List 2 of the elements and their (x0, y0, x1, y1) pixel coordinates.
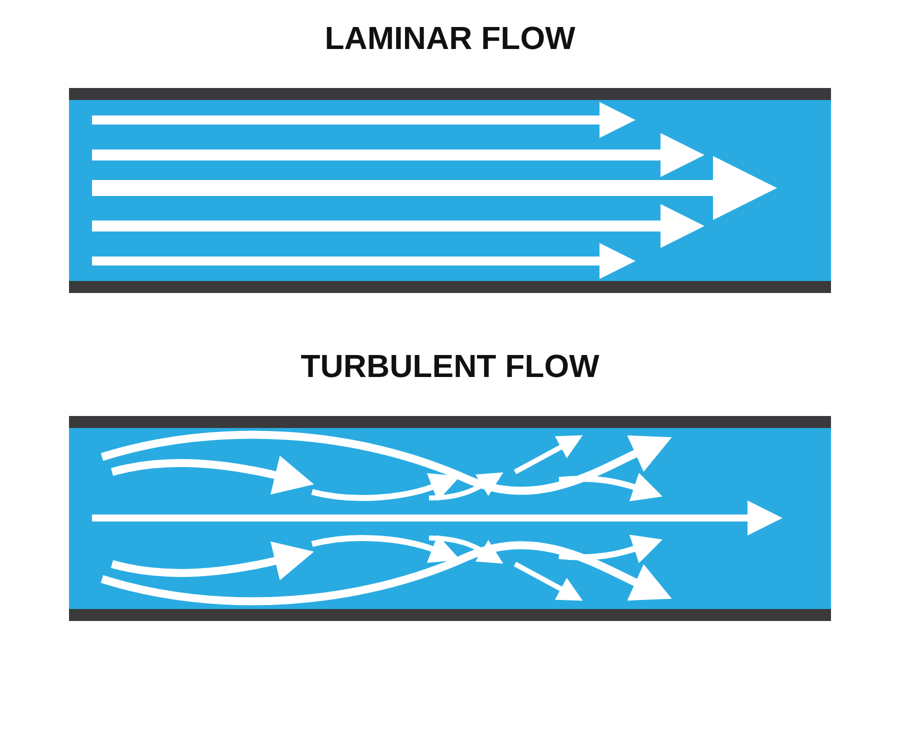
flow-heading: TURBULENT FLOW (300, 348, 600, 385)
flow-heading: LAMINAR FLOW (324, 20, 576, 57)
